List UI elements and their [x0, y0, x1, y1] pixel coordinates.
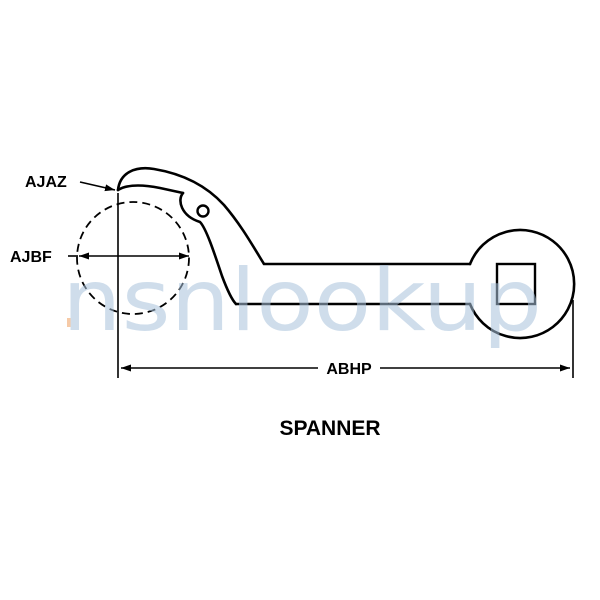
spanner-hook-inner: [116, 184, 185, 195]
hook-diameter-label: AJBF: [10, 249, 52, 266]
hook-tip-label: AJAZ: [25, 174, 67, 191]
spanner-hook-upper: [116, 167, 472, 266]
watermark-dot-icon: [67, 318, 76, 327]
spanner-pivot-lobe: [179, 191, 238, 306]
pivot-pin-icon: [196, 204, 210, 218]
overall-length-label: ABHP: [326, 361, 372, 378]
diagram-title: SPANNER: [279, 417, 380, 440]
spanner-handle-end: [468, 228, 576, 340]
hook-tip-leader: [79, 181, 116, 192]
watermark: nsnlookup: [62, 251, 542, 351]
overall-length-label-backdrop: [318, 357, 380, 379]
watermark-text: nsnlookup: [62, 251, 542, 351]
spanner-outline: [116, 167, 576, 340]
square-drive-hole: [495, 262, 537, 306]
hook-diameter-circle: [76, 201, 190, 315]
